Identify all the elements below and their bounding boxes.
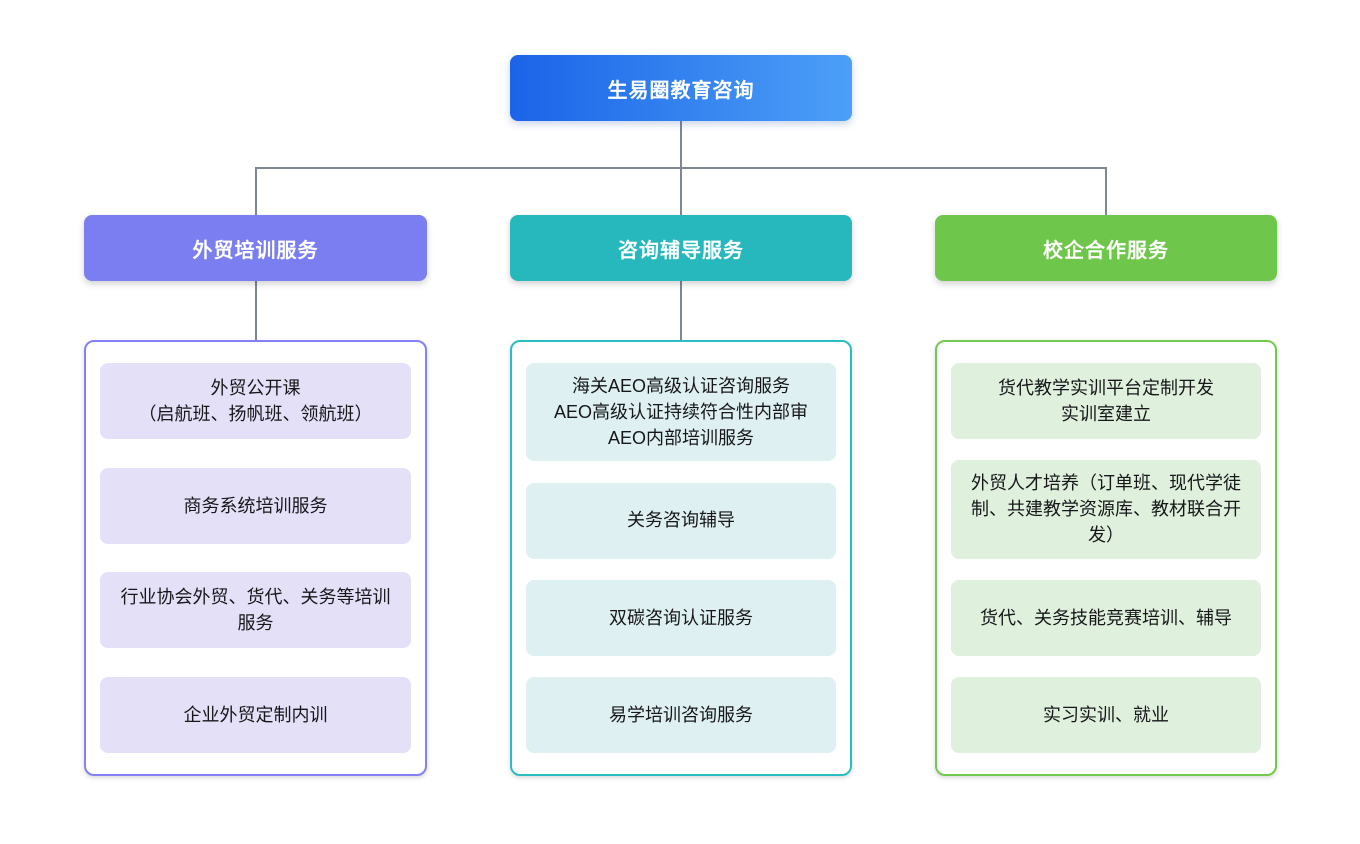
branch-group-consulting-coaching: 海关AEO高级认证咨询服务 AEO高级认证持续符合性内部审 AEO内部培训服务 … [510,340,852,776]
connector-branch1-drop [255,167,257,215]
connector-root-stem [680,121,682,168]
service-item[interactable]: 企业外贸定制内训 [100,676,411,753]
service-item[interactable]: 关务咨询辅导 [526,482,836,559]
service-item[interactable]: 货代教学实训平台定制开发 实训室建立 [951,363,1261,439]
service-item[interactable]: 行业协会外贸、货代、关务等培训服务 [100,572,411,649]
branch-header-consulting-coaching[interactable]: 咨询辅导服务 [510,215,852,281]
service-item[interactable]: 双碳咨询认证服务 [526,579,836,656]
service-item[interactable]: 海关AEO高级认证咨询服务 AEO高级认证持续符合性内部审 AEO内部培训服务 [526,363,836,462]
service-item[interactable]: 外贸公开课 （启航班、扬帆班、领航班） [100,363,411,439]
branch-group-foreign-trade-training: 外贸公开课 （启航班、扬帆班、领航班） 商务系统培训服务 行业协会外贸、货代、关… [84,340,427,776]
service-item[interactable]: 实习实训、就业 [951,676,1261,753]
service-item[interactable]: 易学培训咨询服务 [526,676,836,753]
branch-header-school-enterprise-cooperation[interactable]: 校企合作服务 [935,215,1277,281]
service-item[interactable]: 商务系统培训服务 [100,467,411,544]
branch-header-foreign-trade-training[interactable]: 外贸培训服务 [84,215,427,281]
connector-branch1-to-group [255,281,257,340]
connector-branch2-to-group [680,281,682,340]
service-item[interactable]: 货代、关务技能竞赛培训、辅导 [951,579,1261,656]
connector-branch2-drop [680,167,682,215]
connector-branch3-drop [1105,167,1107,215]
root-node[interactable]: 生易圈教育咨询 [510,55,852,121]
service-item[interactable]: 外贸人才培养（订单班、现代学徒制、共建教学资源库、教材联合开发） [951,460,1261,559]
branch-group-school-enterprise-cooperation: 货代教学实训平台定制开发 实训室建立 外贸人才培养（订单班、现代学徒制、共建教学… [935,340,1277,776]
